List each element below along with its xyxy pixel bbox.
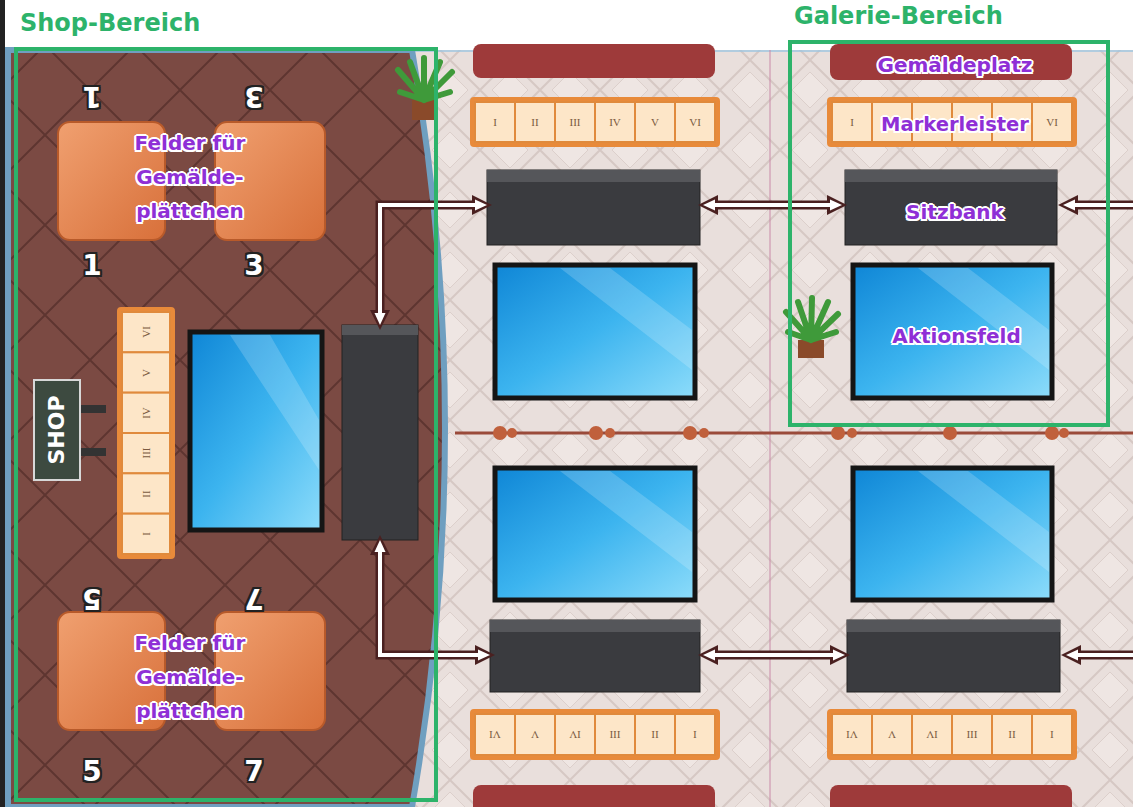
marker-strip-frame (472, 99, 718, 145)
marker-cell (912, 714, 952, 755)
strip-numeral: III (141, 448, 152, 459)
movement-arrows (380, 205, 1133, 655)
shop-sign (34, 380, 106, 480)
strip-numeral: II (651, 729, 658, 740)
strip-numeral: VI (141, 326, 152, 338)
marker-cell (555, 714, 595, 755)
strip-numeral: I (1050, 729, 1054, 740)
strip-numeral: IV (926, 729, 938, 740)
marker-cell (122, 352, 170, 392)
marker-cell (1032, 714, 1072, 755)
strip-numeral: I (693, 729, 697, 740)
marker-cell (872, 714, 912, 755)
marker-cell (475, 714, 515, 755)
strip-numeral: III (570, 117, 581, 128)
strip-numeral: IV (609, 117, 621, 128)
strip-numeral: VI (489, 729, 501, 740)
marker-cell (952, 714, 992, 755)
marker-cell (515, 102, 555, 142)
strip-numeral: VI (689, 117, 701, 128)
strip-numeral: I (493, 117, 497, 128)
marker-strip-frame (472, 711, 718, 758)
callout-number: 3 (244, 252, 263, 280)
marker-cell (515, 714, 555, 755)
bench: Sitzbank (849, 174, 1061, 249)
marker-cell (122, 514, 170, 554)
marker-cell (122, 312, 170, 352)
area-title: Shop-Bereich (20, 9, 200, 37)
marker-cell (992, 714, 1032, 755)
marker-cell (595, 102, 635, 142)
callout-number: 1 (82, 82, 101, 110)
strip-numeral: VI (846, 729, 858, 740)
strip-numeral: II (1008, 729, 1015, 740)
marker-cell (1032, 102, 1072, 142)
marker-cell (122, 473, 170, 513)
marker-strip-frame (829, 99, 1075, 145)
marker-cell (122, 393, 170, 433)
shop-sign-text: SHOP (46, 395, 68, 464)
strip-numeral: IV (141, 407, 152, 419)
strip-numeral: V (141, 369, 152, 377)
marker-cell (555, 102, 595, 142)
callout-number: 3 (244, 82, 263, 110)
callout-number: 7 (244, 758, 263, 786)
callout-number: 5 (82, 584, 101, 612)
strip-numeral: VI (1046, 117, 1058, 128)
marker-cell (635, 714, 675, 755)
marker-cell (635, 102, 675, 142)
benches (342, 170, 1060, 692)
marker-cell (832, 714, 872, 755)
field-label: Sitzbank (906, 201, 1004, 223)
marker-cell (832, 102, 872, 142)
callout-number: 7 (244, 584, 263, 612)
marker-strip-frame (119, 309, 173, 557)
callout-number: 5 (82, 758, 101, 786)
area-title: Galerie-Bereich (794, 2, 1003, 30)
marker-cell (675, 102, 715, 142)
marker-strips (119, 99, 1075, 758)
marker-cell (675, 714, 715, 755)
field-label: Gemäldeplatz (878, 54, 1033, 76)
marker-cell (595, 714, 635, 755)
field-label: Aktionsfeld (892, 325, 1021, 347)
marker-cell (122, 433, 170, 473)
callout-number: 1 (82, 252, 101, 280)
marker-cell (475, 102, 515, 142)
field-label: Felder für Gemälde- plättchen (115, 626, 265, 728)
strip-numeral: V (531, 729, 539, 740)
area-frame: Galerie-BereichGemäldeplatzMarkerleister… (788, 40, 1110, 427)
strip-numeral: V (651, 117, 659, 128)
strip-numeral: II (531, 117, 538, 128)
strip-numeral: IV (569, 729, 581, 740)
strip-numeral: I (141, 532, 152, 536)
field-label: Markerleister (881, 114, 1029, 135)
painting-tiles (58, 122, 325, 730)
strip-numeral: III (610, 729, 621, 740)
rope-rail (455, 426, 1133, 440)
strip-numeral: II (141, 490, 152, 497)
action-field: Aktionsfeld (857, 269, 1056, 402)
marker-strip-frame (829, 711, 1075, 758)
marker-strip: Markerleister (876, 104, 1034, 146)
painting-place: Gemäldeplatz (834, 50, 1076, 80)
strip-numeral: III (967, 729, 978, 740)
strip-numeral: V (888, 729, 896, 740)
strip-numeral: I (850, 117, 854, 128)
field-label: Felder für Gemälde- plättchen (115, 126, 265, 228)
